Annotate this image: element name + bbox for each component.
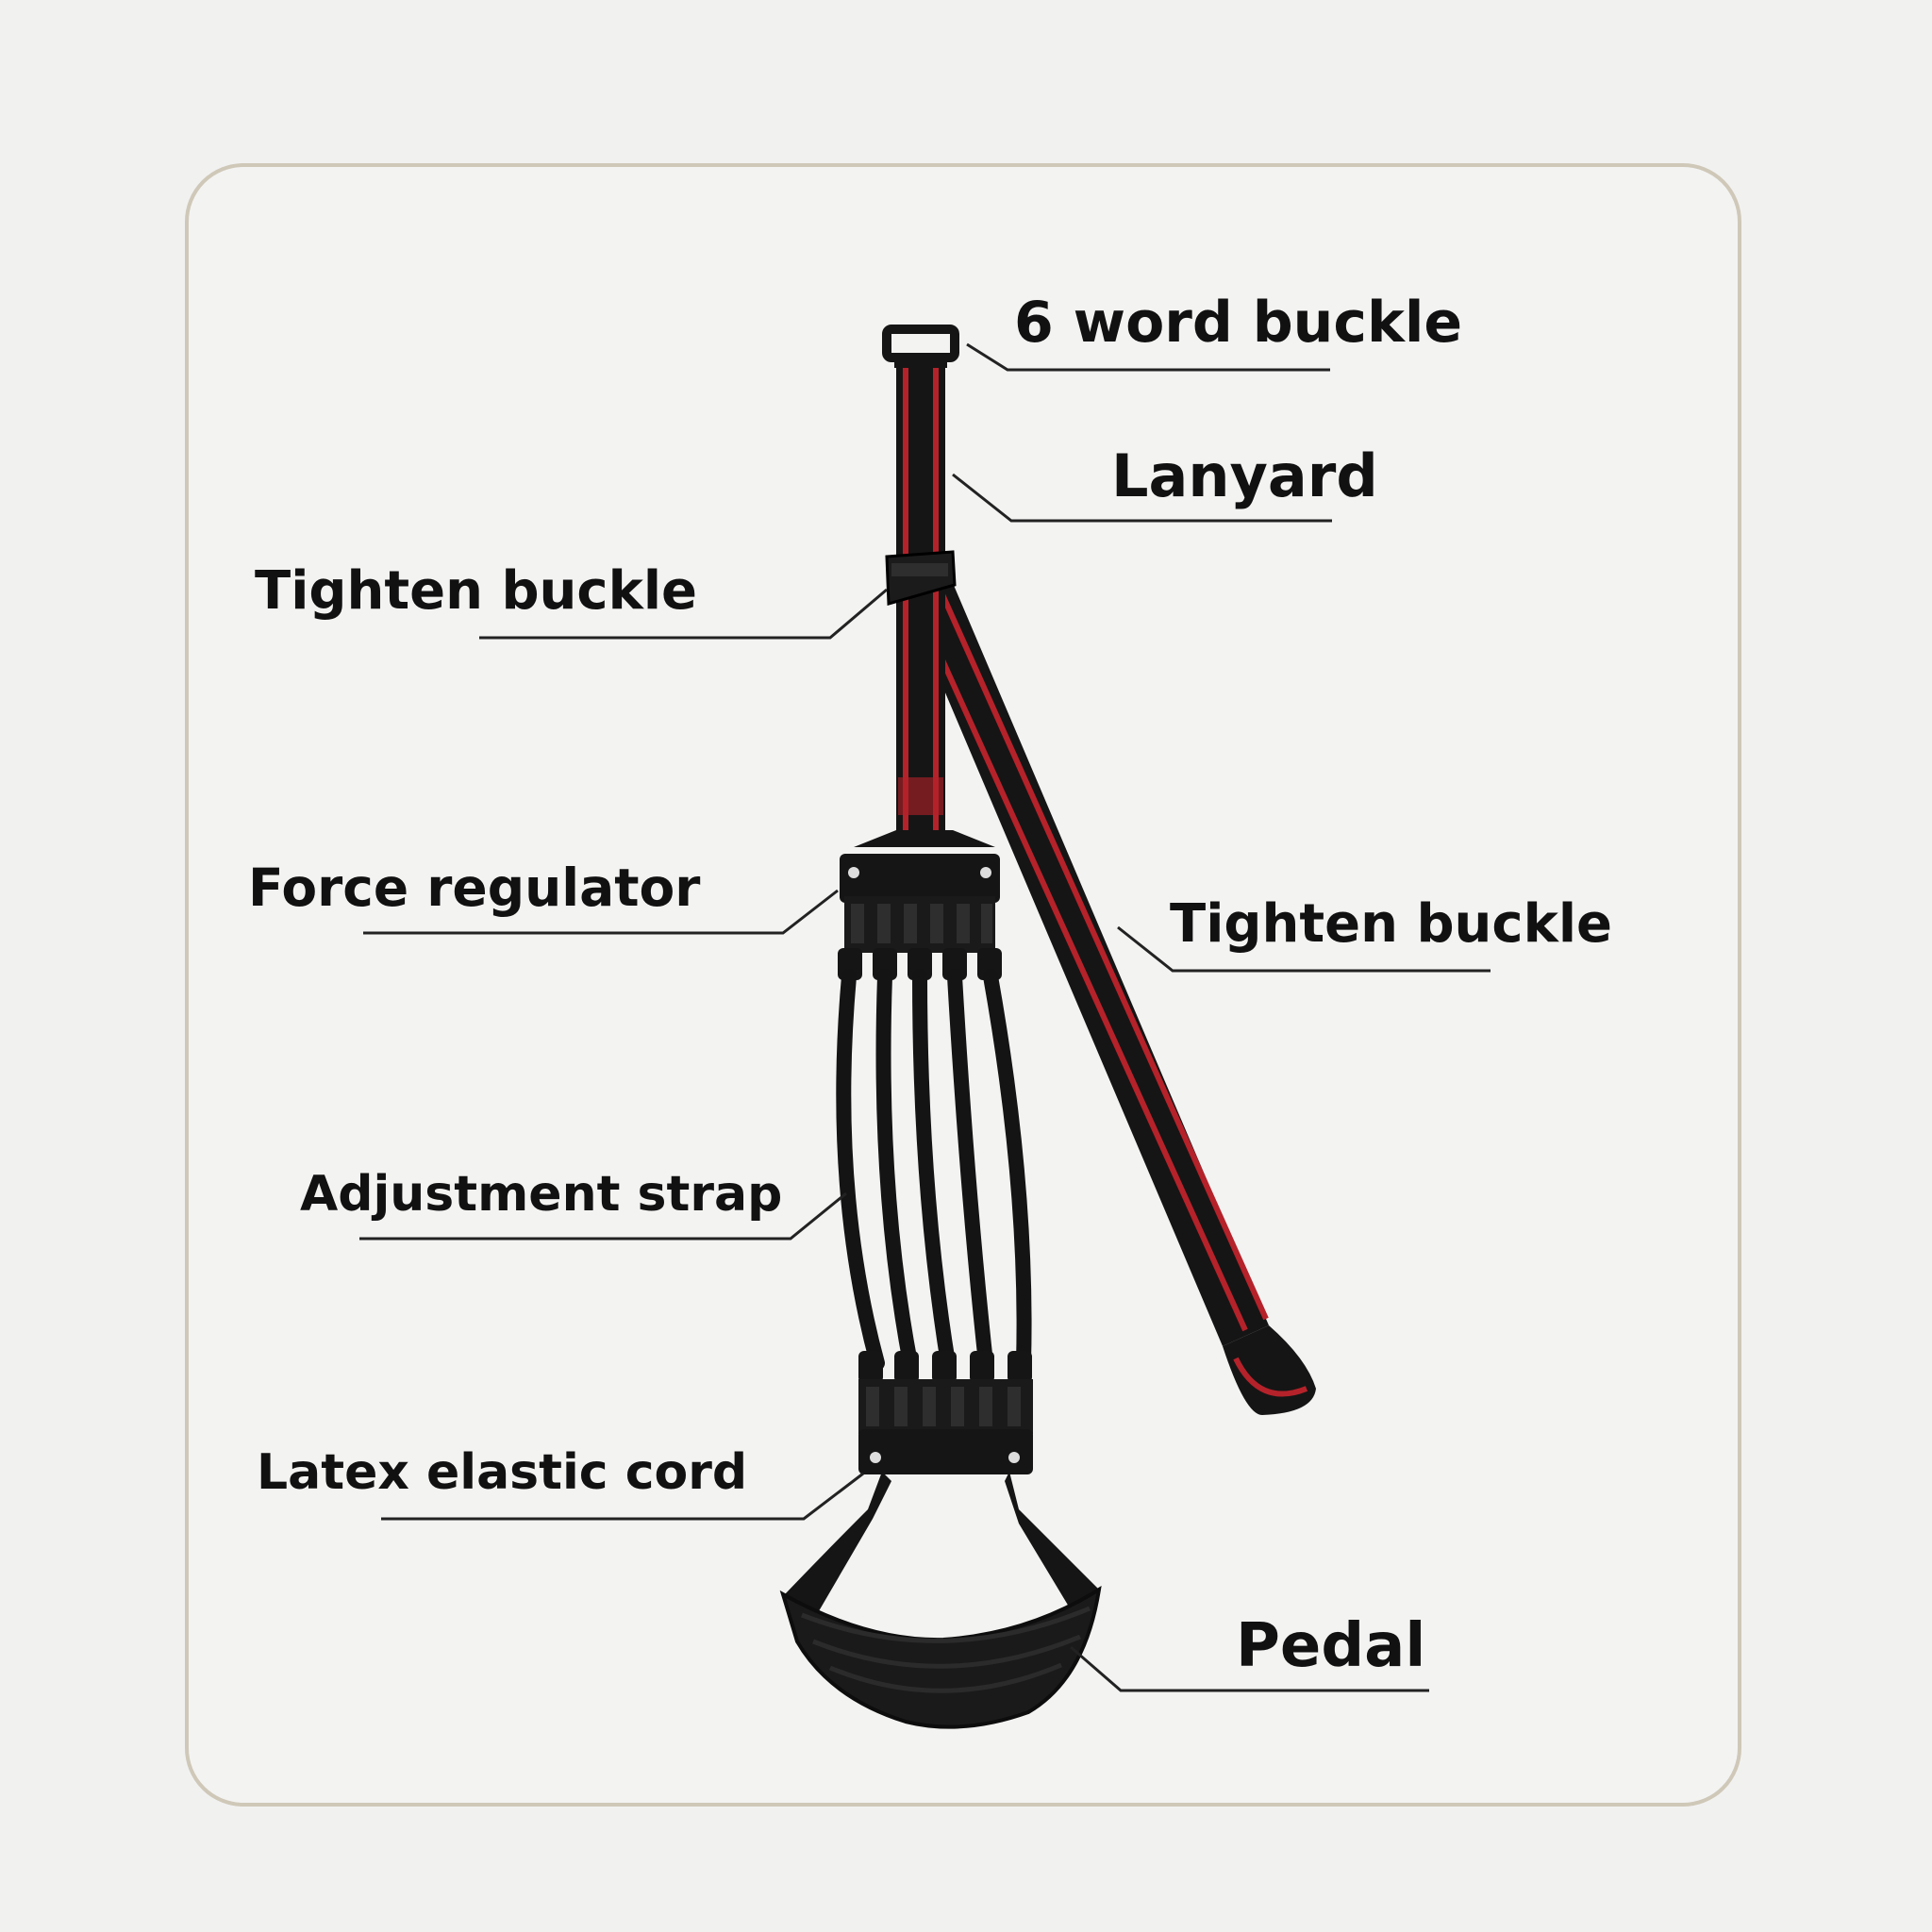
diagonal-lanyard-strap — [908, 583, 1316, 1415]
leader-line-latex-elastic-cord — [381, 1472, 864, 1521]
label-tighten-buckle-right: Tighten buckle — [1170, 893, 1613, 955]
label-lanyard: Lanyard — [1111, 441, 1378, 510]
label-adjustment-strap: Adjustment strap — [300, 1166, 783, 1223]
six-word-buckle — [882, 325, 959, 368]
pedal — [779, 1472, 1102, 1729]
label-latex-elastic-cord: Latex elastic cord — [257, 1444, 748, 1501]
force-regulator-block — [838, 830, 1002, 980]
leader-line-force-regulator — [363, 889, 839, 935]
label-force-regulator: Force regulator — [248, 858, 701, 918]
label-six-word-buckle: 6 word buckle — [1014, 290, 1463, 356]
leader-line-tighten-buckle-left — [479, 588, 888, 640]
leader-line-six-word-buckle — [966, 342, 1330, 372]
latex-elastic-cords — [836, 969, 1032, 1371]
diagram-card — [185, 163, 1741, 1807]
leader-line-pedal — [1070, 1645, 1429, 1692]
adjustment-strap-block — [858, 1351, 1033, 1474]
leader-line-adjustment-strap — [359, 1191, 847, 1241]
label-tighten-buckle-left: Tighten buckle — [255, 560, 698, 622]
leader-line-lanyard — [952, 473, 1332, 523]
vertical-strap — [896, 355, 945, 845]
tighten-buckle-upper — [885, 550, 957, 606]
label-pedal: Pedal — [1236, 1611, 1426, 1681]
leader-line-tighten-buckle-right — [1117, 925, 1491, 973]
